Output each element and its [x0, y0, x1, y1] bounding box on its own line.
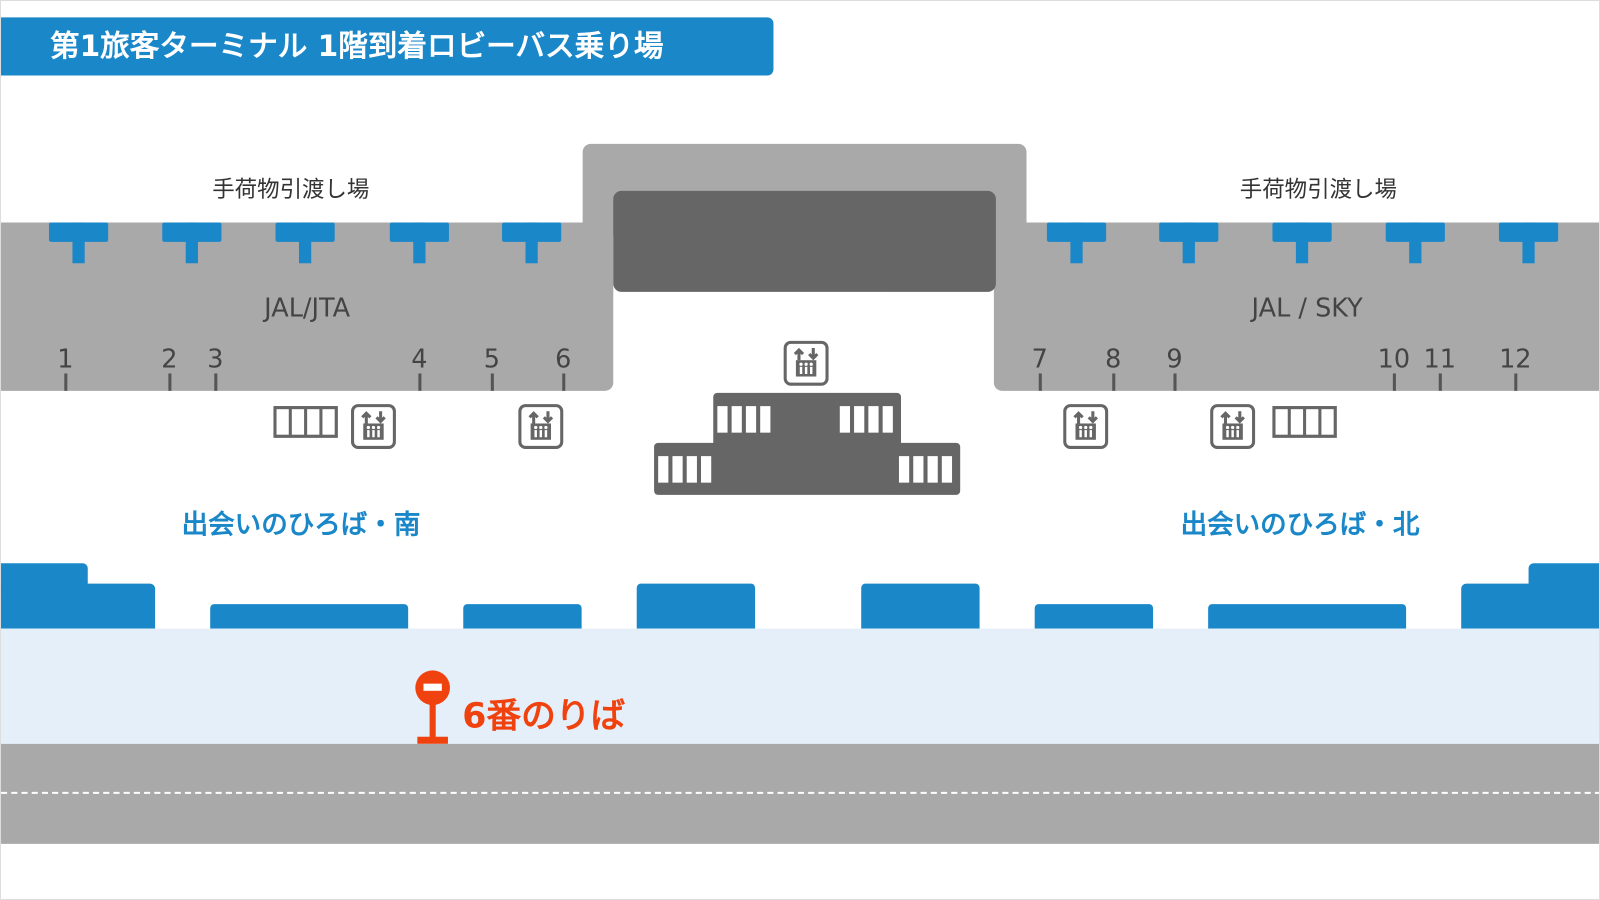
plaza-north-label: 出会いのひろば・北: [1180, 510, 1420, 541]
airline-label-left: JAL/JTA: [264, 292, 351, 323]
baggage-carousel-stem: [1409, 222, 1422, 264]
baggage-claim-label-left: 手荷物引渡し場: [212, 177, 370, 204]
gate-number: 2: [161, 343, 178, 374]
stairs-icon: [717, 406, 771, 433]
baggage-carousel-stem: [72, 222, 85, 264]
building-block: [636, 583, 756, 629]
bus-stop-icon[interactable]: [413, 668, 452, 744]
baggage-carousel-stem: [1182, 222, 1195, 264]
gate-number: 3: [207, 343, 224, 374]
stairs-icon: [658, 456, 712, 483]
gate-number: 12: [1499, 343, 1532, 374]
gate-tick: [1173, 373, 1177, 391]
building-block: [210, 604, 409, 629]
plaza-south-label: 出会いのひろば・南: [181, 510, 421, 541]
gate-number: 5: [483, 343, 500, 374]
gate-number: 6: [555, 343, 572, 374]
road: [1, 743, 1599, 844]
gate-tick: [1112, 373, 1116, 391]
elevator-icon: [351, 404, 396, 449]
gate-tick: [562, 373, 566, 391]
building-block: [1034, 604, 1154, 629]
map-title: 第1旅客ターミナル 1階到着ロビーバス乗り場: [1, 17, 774, 76]
sidewalk: [1, 628, 1599, 744]
baggage-carousel-stem: [525, 222, 538, 264]
gate-tick: [1392, 373, 1396, 391]
elevator-icon: [1210, 404, 1256, 449]
gate-tick: [418, 373, 422, 391]
gate-number: 8: [1105, 343, 1122, 374]
gate-number: 1: [57, 343, 74, 374]
baggage-claim-label-right: 手荷物引渡し場: [1239, 177, 1397, 204]
gate-number: 9: [1166, 343, 1183, 374]
stairs-icon: [839, 406, 893, 433]
elevator-icon: [1063, 404, 1109, 449]
bus-stop-label[interactable]: 6番のりば: [462, 695, 626, 737]
gate-number: 10: [1377, 343, 1411, 374]
center-block: [613, 190, 996, 292]
gate-tick: [214, 373, 218, 391]
baggage-carousel-stem: [413, 222, 426, 264]
airline-label-right: JAL / SKY: [1251, 292, 1363, 323]
gate-number: 4: [411, 343, 428, 374]
baggage-carousel-stem: [1522, 222, 1535, 264]
road-lane-line: [1, 791, 1599, 794]
building-block: [861, 583, 980, 629]
gate-tick: [1514, 373, 1518, 391]
stairs-icon: [898, 456, 953, 483]
baggage-carousel-stem: [1295, 222, 1309, 264]
gate-tick: [168, 373, 172, 391]
baggage-carousel-stem: [1070, 222, 1083, 264]
baggage-carousel-stem: [185, 222, 198, 264]
gate-tick: [490, 373, 494, 391]
stairs-icon: [273, 406, 338, 438]
gate-tick: [1038, 373, 1042, 391]
building-block: [1461, 583, 1599, 629]
building-block: [1, 583, 156, 629]
building-block: [1208, 604, 1407, 629]
gate-number: 7: [1031, 343, 1048, 374]
gate-tick: [64, 373, 68, 391]
gate-number: 11: [1423, 343, 1457, 374]
elevator-icon: [518, 404, 564, 449]
building-block: [463, 604, 582, 629]
baggage-carousel-stem: [298, 222, 312, 264]
elevator-icon: [783, 340, 829, 386]
gate-tick: [1438, 373, 1442, 391]
stairs-icon: [1272, 406, 1337, 438]
